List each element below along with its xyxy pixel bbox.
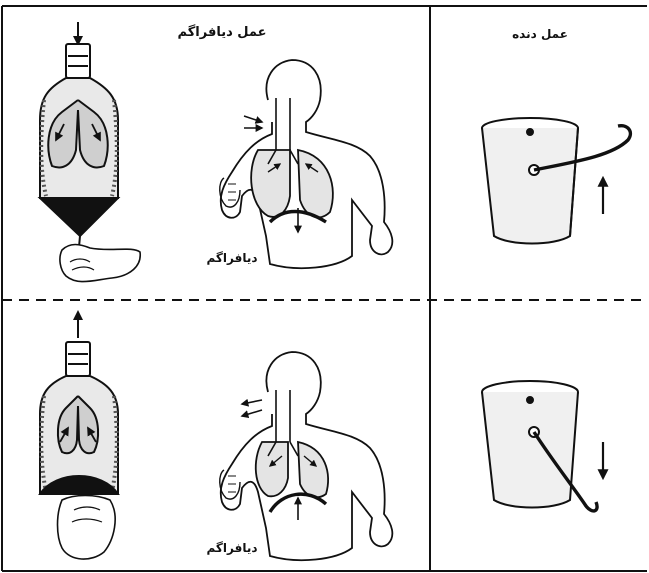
torso-figure-top [220,60,393,268]
bell-jar-model-bottom [40,312,118,559]
diaphragm-label-bottom: دیافراگم [207,541,258,555]
bucket-handle-up [482,118,630,244]
diaphragm-action-label: عمل دیافراگم [178,24,267,40]
bell-jar-model-top [40,22,140,282]
rib-action-label: عمل دنده [512,27,568,41]
torso-figure-bottom [220,352,393,560]
diaphragm-label-top: دیافراگم [207,251,258,265]
bucket-handle-down [482,381,603,511]
